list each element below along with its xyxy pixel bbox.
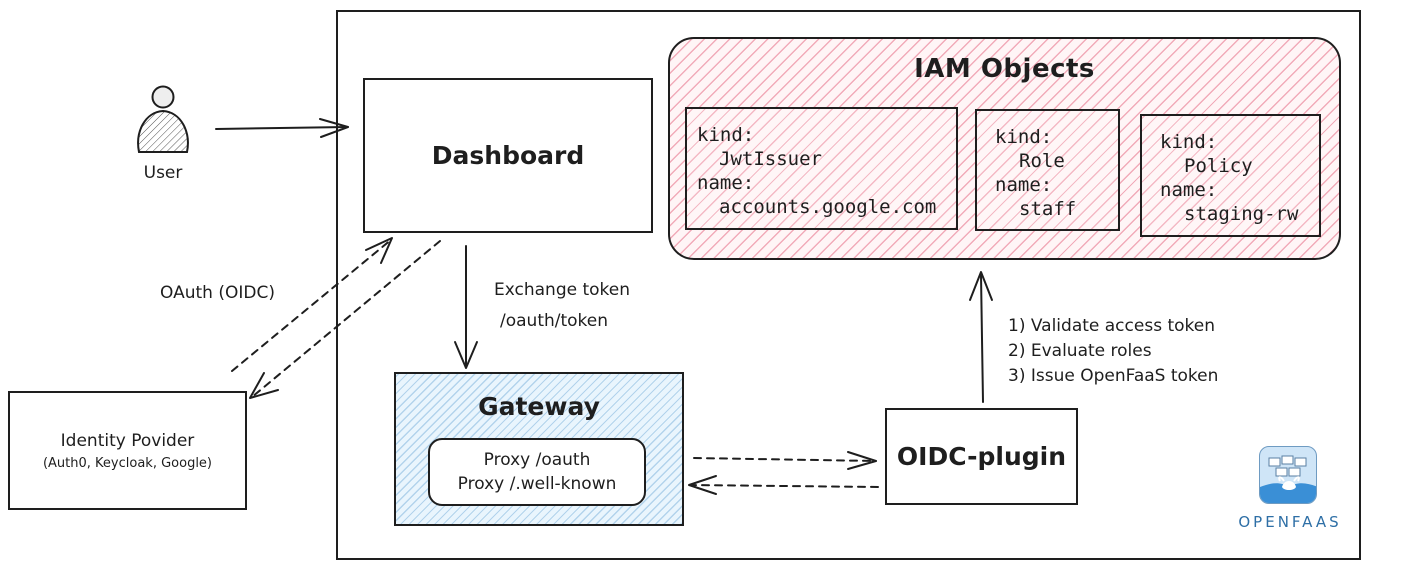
dashboard-label: Dashboard	[431, 141, 585, 170]
idp-to-dashboard-arrow	[231, 238, 393, 372]
kind-label: kind:	[1160, 131, 1218, 153]
jwt-issuer-card: kind: JwtIssuer name: accounts.google.co…	[685, 107, 958, 230]
name-value: accounts.google.com	[719, 196, 937, 218]
kind-value: Policy	[1184, 155, 1253, 177]
identity-provider-examples: (Auth0, Keycloak, Google)	[42, 455, 213, 471]
kind-value: Role	[1019, 150, 1065, 172]
name-value: staff	[1019, 198, 1077, 220]
openfaas-logo	[1259, 446, 1317, 504]
step-validate: 1) Validate access token	[1008, 316, 1215, 336]
exchange-token-label: Exchange token	[494, 280, 631, 300]
identity-provider-node: Identity Povider (Auth0, Keycloak, Googl…	[8, 391, 247, 510]
openfaas-wordmark: OPENFAAS	[1238, 513, 1342, 531]
dashboard-node: Dashboard	[363, 78, 653, 233]
dashboard-to-gateway-arrow	[454, 245, 478, 369]
identity-provider-name: Identity Povider	[60, 430, 195, 451]
step-issue: 3) Issue OpenFaaS token	[1008, 366, 1219, 386]
oidc-plugin-label: OIDC-plugin	[896, 442, 1067, 471]
oauth-token-path-label: /oauth/token	[500, 311, 609, 331]
iam-objects-title: IAM Objects	[914, 54, 1095, 84]
dashboard-to-idp-arrowhead	[249, 372, 279, 399]
idp-to-dashboard-arrowhead	[365, 237, 393, 264]
plugin-to-gateway-arrowhead	[688, 475, 717, 495]
dashboard-to-idp-arrow	[251, 240, 441, 398]
plugin-steps-label: 1) Validate access token 2) Evaluate rol…	[1008, 314, 1218, 389]
name-label: name:	[1160, 179, 1218, 201]
user-to-dashboard-arrow	[215, 118, 349, 138]
proxy-well-known-route: Proxy /.well-known	[457, 474, 617, 494]
name-label: name:	[697, 172, 755, 194]
plugin-to-iam-arrow	[969, 271, 993, 403]
gateway-title: Gateway	[478, 392, 600, 421]
gateway-to-plugin-arrowhead	[847, 451, 877, 470]
policy-card: kind: Policy name: staging-rw	[1140, 114, 1321, 237]
proxy-oauth-route: Proxy /oauth	[483, 450, 591, 470]
name-label: name:	[995, 174, 1053, 196]
proxy-routes-box: Proxy /oauth Proxy /.well-known	[428, 438, 646, 506]
role-card: kind: Role name: staff	[975, 109, 1120, 231]
gateway-to-plugin-arrow	[693, 457, 877, 462]
plugin-to-gateway-arrow	[689, 484, 879, 488]
oidc-plugin-node: OIDC-plugin	[885, 408, 1078, 505]
step-evaluate: 2) Evaluate roles	[1008, 341, 1152, 361]
openfaas-whale-icon	[1260, 455, 1316, 503]
kind-label: kind:	[995, 126, 1053, 148]
name-value: staging-rw	[1184, 203, 1299, 225]
user-icon	[137, 85, 189, 153]
kind-value: JwtIssuer	[719, 148, 822, 170]
user-label: User	[143, 163, 183, 183]
oauth-oidc-label: OAuth (OIDC)	[160, 283, 275, 303]
kind-label: kind:	[697, 124, 755, 146]
